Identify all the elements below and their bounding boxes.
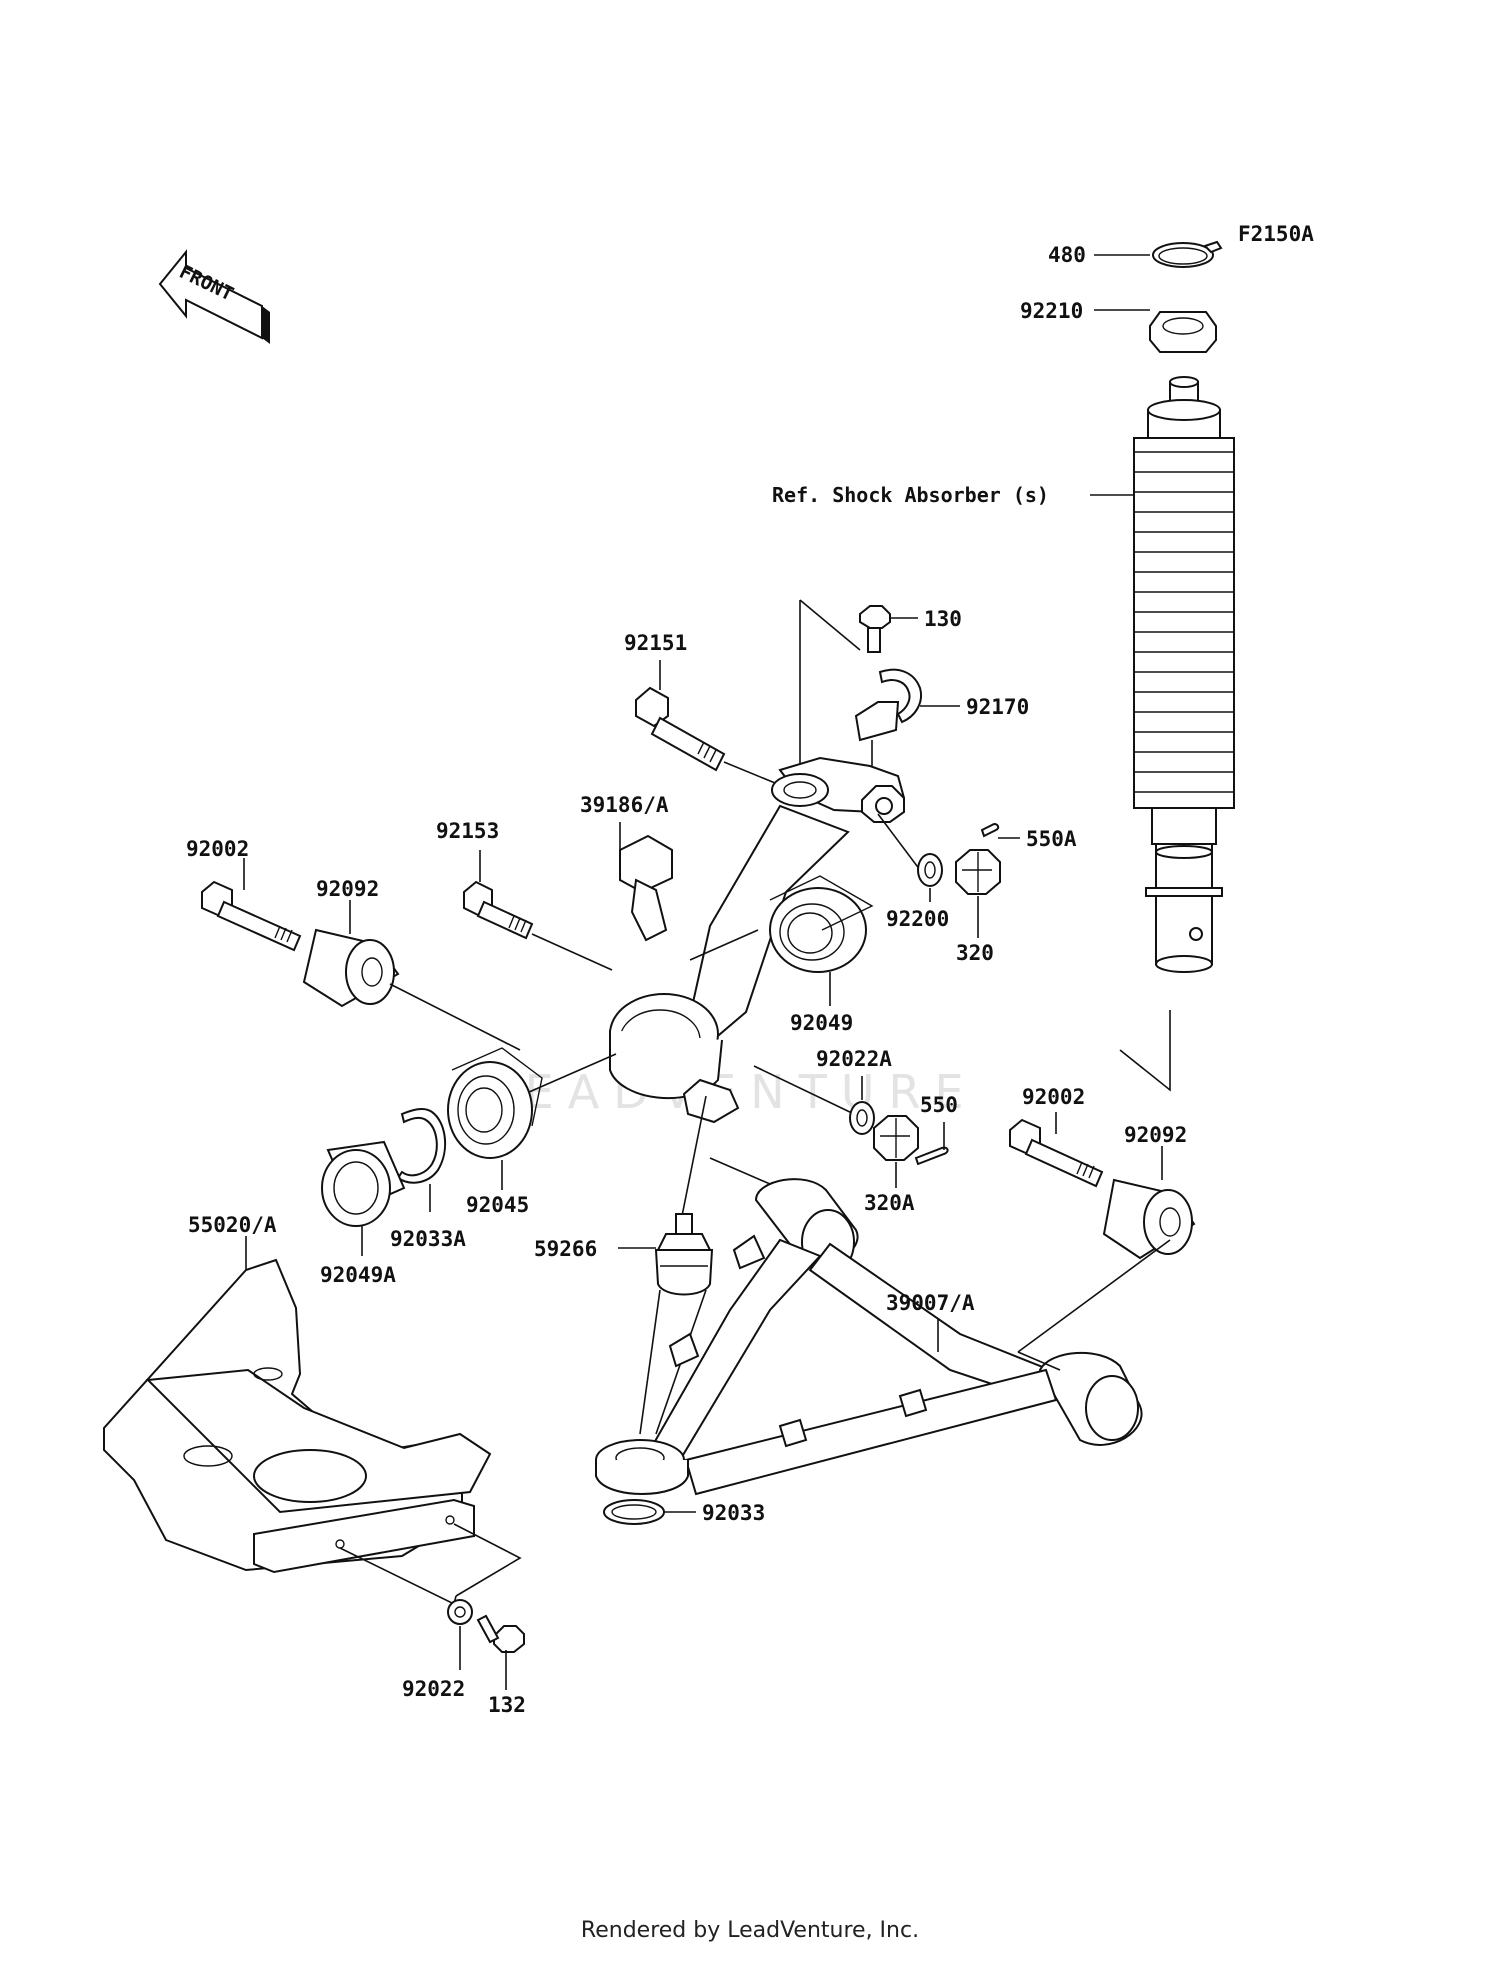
washer-92022 <box>447 1599 473 1625</box>
bolt-92002-left <box>201 880 302 952</box>
label-39186A: 39186/A <box>580 793 669 817</box>
bolt-130 <box>859 605 891 653</box>
label-320A: 320A <box>864 1191 915 1215</box>
front-arrow-icon: FRONT <box>158 249 270 344</box>
clamp-92170 <box>854 668 922 742</box>
label-132: 132 <box>488 1693 526 1717</box>
washer-92200 <box>917 853 943 887</box>
label-ref-shock: Ref. Shock Absorber (s) <box>772 483 1049 507</box>
bolt-92002-right <box>1009 1118 1104 1188</box>
castle-nut-320 <box>955 849 1001 895</box>
label-92153: 92153 <box>436 819 499 843</box>
ball-joint-59266 <box>654 1213 714 1296</box>
label-92049A: 92049A <box>320 1263 396 1287</box>
washer-92022A <box>849 1101 875 1135</box>
a-arm-39007A <box>595 1178 1143 1496</box>
circlip-92033A <box>396 1107 447 1184</box>
bushing-92092-left <box>302 928 400 1008</box>
label-550: 550 <box>920 1093 958 1117</box>
nut-92210 <box>1149 311 1217 353</box>
bushing-92092-right <box>1102 1178 1196 1260</box>
label-59266: 59266 <box>534 1237 597 1261</box>
diagram-code: F2150A <box>1238 222 1314 246</box>
label-92022: 92022 <box>402 1677 465 1701</box>
label-39007A: 39007/A <box>886 1291 975 1315</box>
label-92033: 92033 <box>702 1501 765 1525</box>
label-55020A: 55020/A <box>188 1213 277 1237</box>
bearing-92049 <box>769 875 874 973</box>
label-92092-left: 92092 <box>316 877 379 901</box>
steering-knuckle <box>609 756 906 1124</box>
label-92200: 92200 <box>886 907 949 931</box>
label-92151: 92151 <box>624 631 687 655</box>
bolt-132 <box>476 1614 525 1653</box>
bolt-92151 <box>635 686 726 772</box>
label-92170: 92170 <box>966 695 1029 719</box>
label-92002-left: 92002 <box>186 837 249 861</box>
label-92092-right: 92092 <box>1124 1123 1187 1147</box>
label-130: 130 <box>924 607 962 631</box>
castle-nut-320A <box>873 1115 919 1161</box>
label-92002-right: 92002 <box>1022 1085 1085 1109</box>
label-92033A: 92033A <box>390 1227 466 1251</box>
bearing-92045 <box>447 1047 543 1159</box>
label-320: 320 <box>956 941 994 965</box>
label-92022A: 92022A <box>816 1047 892 1071</box>
label-92210: 92210 <box>1020 299 1083 323</box>
label-92049: 92049 <box>790 1011 853 1035</box>
circlip-480 <box>1152 240 1223 268</box>
shock-absorber <box>1133 376 1235 973</box>
label-480: 480 <box>1048 243 1086 267</box>
bolt-92153 <box>463 880 534 940</box>
circlip-92033 <box>603 1499 665 1525</box>
label-92045: 92045 <box>466 1193 529 1217</box>
cotter-pin-550 <box>914 1146 949 1166</box>
cotter-pin-550A <box>980 822 1000 838</box>
skid-plate-55020A <box>103 1258 492 1574</box>
label-550A: 550A <box>1026 827 1077 851</box>
footer-credit: Rendered by LeadVenture, Inc. <box>580 1918 920 1943</box>
seal-92049A <box>321 1140 406 1227</box>
